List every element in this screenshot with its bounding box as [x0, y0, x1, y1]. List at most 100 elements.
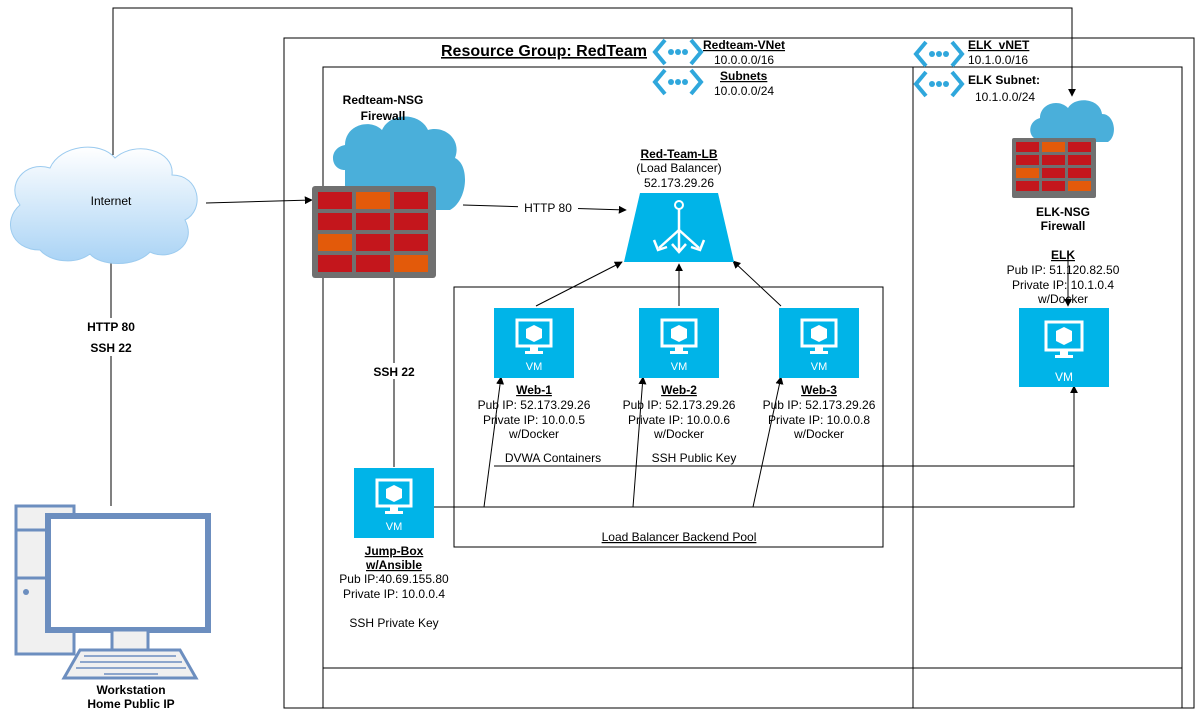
- svg-text:Web-3: Web-3: [801, 383, 837, 397]
- load-balancer-icon: [624, 193, 734, 262]
- subnets-cidr: 10.0.0.0/24: [714, 84, 774, 98]
- svg-text:Private IP: 10.0.0.8: Private IP: 10.0.0.8: [768, 413, 870, 427]
- svg-text:Web-1: Web-1: [516, 383, 552, 397]
- svg-text:w/Docker: w/Docker: [508, 427, 559, 441]
- firewall-brick: [318, 213, 352, 230]
- firewall-brick: [356, 255, 390, 272]
- ssh-public-key-label: SSH Public Key: [652, 451, 737, 465]
- firewall-brick: [1068, 181, 1091, 191]
- lb-name: Red-Team-LB: [640, 147, 717, 161]
- elk-vm-icon: VM: [1019, 308, 1109, 387]
- elk-subnet-cidr: 10.1.0.0/24: [975, 90, 1035, 104]
- firewall-brick: [318, 255, 352, 272]
- svg-text:SSH Private Key: SSH Private Key: [349, 616, 438, 630]
- elk-vnet-name: ELK_vNET: [968, 38, 1030, 52]
- web3-labels: Web-3 Pub IP: 52.173.29.26 Private IP: 1…: [763, 383, 876, 441]
- svg-text:Pub IP: 51.120.82.50: Pub IP: 51.120.82.50: [1007, 263, 1120, 277]
- elk-subnet-icon: [913, 70, 965, 98]
- svg-text:Pub IP: 52.173.29.26: Pub IP: 52.173.29.26: [623, 398, 736, 412]
- elk-vnet-box: [912, 66, 1183, 709]
- elk-nsg-firewall-icon: [1012, 100, 1114, 198]
- svg-text:Pub IP:40.69.155.80: Pub IP:40.69.155.80: [339, 572, 449, 586]
- firewall-brick: [1068, 142, 1091, 152]
- elk-firewall-label: Firewall: [1041, 219, 1086, 233]
- firewall-brick: [1042, 181, 1065, 191]
- firewall-brick: [318, 192, 352, 209]
- firewall-brick: [394, 192, 428, 209]
- backend-pool-label: Load Balancer Backend Pool: [602, 530, 757, 544]
- web3-to-lb-arrow: [732, 260, 782, 307]
- redteam-nsg-firewall-icon: [312, 116, 466, 278]
- redteam-vnet-cidr: 10.0.0.0/16: [714, 53, 774, 67]
- dvwa-containers-label: DVWA Containers: [505, 451, 601, 465]
- firewall-brick: [1068, 168, 1091, 178]
- workstation-icon: [14, 504, 211, 680]
- elk-nsg-label: ELK-NSG: [1036, 205, 1090, 219]
- subnets-name: Subnets: [720, 69, 768, 83]
- firewall-brick: [1016, 142, 1039, 152]
- firewall-brick: [394, 234, 428, 251]
- jumpbox-to-web3-arrow: [752, 376, 784, 508]
- firewall-brick: [356, 234, 390, 251]
- svg-text:VM: VM: [526, 361, 543, 373]
- left-http80-label: HTTP 80: [87, 320, 135, 334]
- firewall-brick: [318, 234, 352, 251]
- internet-cloud-icon: [10, 146, 198, 264]
- redteam-firewall-label: Firewall: [361, 109, 406, 123]
- svg-text:Private IP: 10.0.0.5: Private IP: 10.0.0.5: [483, 413, 585, 427]
- web1-vm-icon: VM: [494, 308, 574, 378]
- svg-text:VM: VM: [811, 361, 828, 373]
- web3-vm-icon: VM: [779, 308, 859, 378]
- firewall-brick: [394, 255, 428, 272]
- svg-text:Jump-Box: Jump-Box: [365, 544, 424, 558]
- svg-text:VM: VM: [386, 521, 403, 533]
- svg-text:w/Docker: w/Docker: [793, 427, 844, 441]
- http80-label: HTTP 80: [524, 201, 572, 215]
- svg-text:w/Ansible: w/Ansible: [365, 558, 422, 572]
- left-ssh22-label: SSH 22: [90, 341, 132, 355]
- svg-text:VM: VM: [671, 361, 688, 373]
- firewall-brick: [1016, 181, 1039, 191]
- jumpbox-labels: Jump-Box w/Ansible Pub IP:40.69.155.80 P…: [339, 544, 449, 630]
- jumpbox-to-elk-line: [434, 385, 1078, 508]
- svg-text:Pub IP: 52.173.29.26: Pub IP: 52.173.29.26: [478, 398, 591, 412]
- redteam-nsg-label: Redteam-NSG: [343, 93, 424, 107]
- firewall-brick: [394, 213, 428, 230]
- workstation-label: Workstation: [96, 683, 165, 697]
- svg-text:Private IP: 10.0.0.4: Private IP: 10.0.0.4: [343, 587, 445, 601]
- lb-type: (Load Balancer): [636, 161, 721, 175]
- svg-text:Pub IP: 52.173.29.26: Pub IP: 52.173.29.26: [763, 398, 876, 412]
- web2-vm-icon: VM: [639, 308, 719, 378]
- firewall-brick: [1042, 142, 1065, 152]
- vnet-icon: [652, 38, 704, 66]
- svg-text:ELK: ELK: [1051, 248, 1075, 262]
- firewall-brick: [1042, 168, 1065, 178]
- svg-text:w/Docker: w/Docker: [1037, 292, 1088, 306]
- jumpbox-vm-icon: VM: [354, 468, 434, 538]
- svg-text:Private IP: 10.1.0.4: Private IP: 10.1.0.4: [1012, 278, 1114, 292]
- elk-vnet-icon: [913, 40, 965, 68]
- internet-label: Internet: [91, 194, 132, 208]
- web1-to-lb-arrow: [535, 261, 623, 307]
- firewall-brick: [1068, 155, 1091, 165]
- internet-to-elk-line: [112, 7, 1076, 155]
- firewall-brick: [1016, 155, 1039, 165]
- backend-pool-box: [453, 286, 884, 548]
- jumpbox-to-web2-arrow: [632, 376, 647, 508]
- firewall-brick: [356, 213, 390, 230]
- svg-text:w/Docker: w/Docker: [653, 427, 704, 441]
- ssh22-label: SSH 22: [373, 365, 415, 379]
- subnet-icon: [652, 68, 704, 96]
- firewall-brick: [1016, 168, 1039, 178]
- elk-subnet-name: ELK Subnet:: [968, 73, 1040, 87]
- internet-to-firewall-arrow: [205, 196, 313, 205]
- svg-text:Web-2: Web-2: [661, 383, 697, 397]
- web2-labels: Web-2 Pub IP: 52.173.29.26 Private IP: 1…: [623, 383, 736, 441]
- jumpbox-to-web1-arrow: [483, 376, 505, 508]
- web1-labels: Web-1 Pub IP: 52.173.29.26 Private IP: 1…: [478, 383, 591, 441]
- svg-text:VM: VM: [1055, 370, 1073, 384]
- home-public-ip-label: Home Public IP: [87, 697, 174, 711]
- elk-labels: ELK Pub IP: 51.120.82.50 Private IP: 10.…: [1007, 248, 1120, 306]
- elk-vnet-cidr: 10.1.0.0/16: [968, 53, 1028, 67]
- firewall-brick: [356, 192, 390, 209]
